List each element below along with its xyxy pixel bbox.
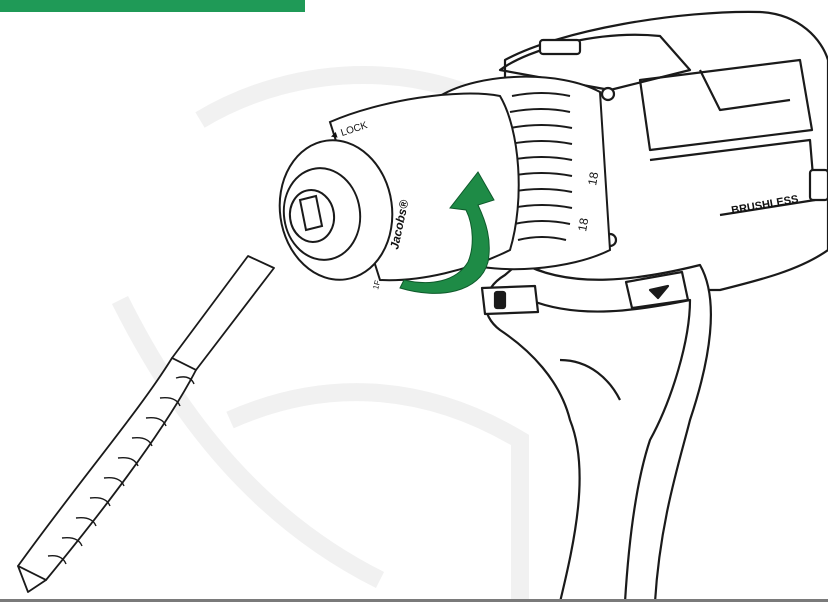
keyless-chuck <box>278 92 520 282</box>
clutch-setting-top: 18 <box>585 171 601 187</box>
rotate-chuck-icon <box>399 171 495 294</box>
section-color-bar <box>0 0 305 12</box>
page-bottom-rule <box>0 599 828 602</box>
drill-bit <box>17 255 275 593</box>
chuck-marker: 1F <box>371 279 382 290</box>
clutch-setting-bottom: 18 <box>575 217 591 233</box>
